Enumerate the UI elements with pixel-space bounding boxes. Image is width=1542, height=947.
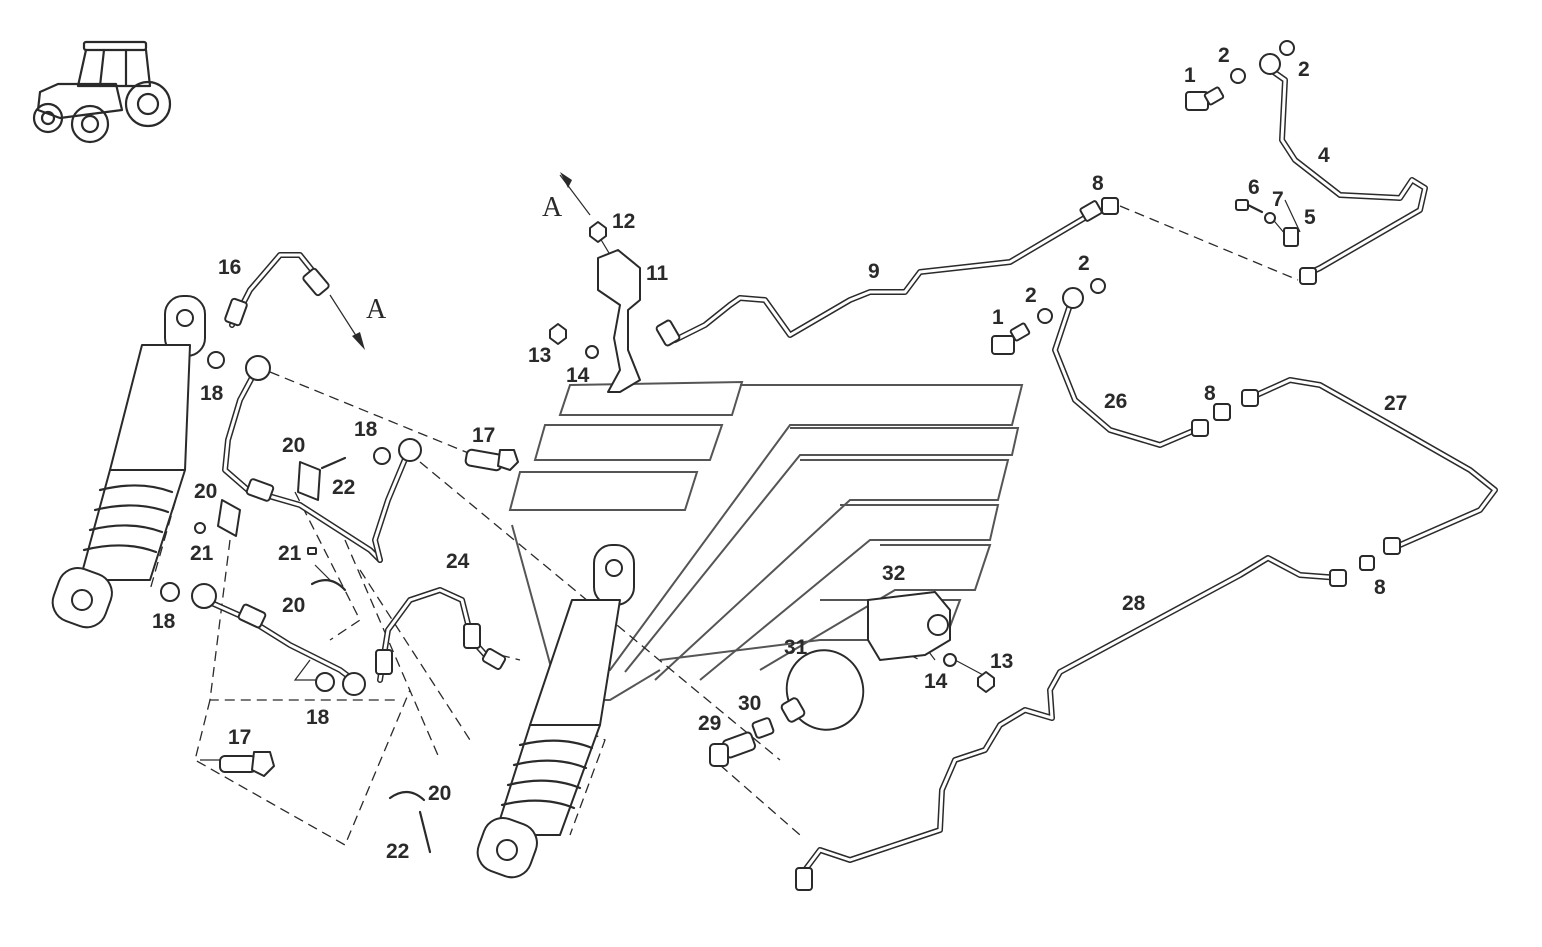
banjo-bolt-17-upper (464, 448, 519, 472)
union-8-mid (1213, 403, 1231, 421)
screw-22-a (320, 456, 347, 470)
label-8: 8 (1092, 172, 1104, 195)
label-30: 30 (738, 692, 761, 715)
pipe-left-upper (222, 355, 383, 563)
label-2: 2 (1298, 58, 1310, 81)
tractor-icon (32, 40, 172, 144)
view-arrow-a-left (329, 294, 365, 350)
label-20: 20 (282, 434, 305, 457)
suspension-strut-left (51, 295, 206, 629)
washer-18-upper-right (373, 447, 391, 465)
pipe-26 (1052, 287, 1231, 448)
clip-20-d (388, 790, 426, 802)
hose-16 (224, 252, 330, 328)
pipe-left-lower (191, 583, 366, 696)
view-marker-a-left: A (366, 294, 387, 325)
label-17: 17 (472, 424, 495, 447)
hose-24 (375, 587, 507, 683)
label-13: 13 (528, 344, 551, 367)
label-29: 29 (698, 712, 721, 735)
nut-12 (589, 221, 607, 243)
label-2: 2 (1218, 44, 1230, 67)
label-20: 20 (282, 594, 305, 617)
label-18: 18 (200, 382, 224, 405)
pipe-27 (1241, 377, 1498, 571)
pipe-28 (795, 555, 1347, 891)
label-1: 1 (1184, 64, 1196, 87)
accumulator-31 (780, 649, 865, 731)
label-12: 12 (612, 210, 635, 233)
label-18: 18 (354, 418, 378, 441)
label-5: 5 (1304, 206, 1316, 229)
washer-2-mid-b (1090, 278, 1106, 294)
label-22: 22 (386, 840, 409, 863)
label-13: 13 (990, 650, 1013, 673)
label-20: 20 (194, 480, 217, 503)
label-16: 16 (218, 256, 241, 279)
adapter-29 (709, 731, 757, 767)
label-2: 2 (1078, 252, 1090, 275)
label-21: 21 (190, 542, 214, 565)
screw-22-b (418, 810, 432, 854)
label-1: 1 (992, 306, 1004, 329)
label-11: 11 (646, 262, 669, 285)
label-21: 21 (278, 542, 302, 565)
label-26: 26 (1104, 390, 1127, 413)
bracket-11 (597, 249, 641, 393)
label-9: 9 (868, 260, 880, 283)
clamp-5 (1283, 227, 1299, 247)
label-27: 27 (1384, 392, 1407, 415)
label-32: 32 (882, 562, 905, 585)
label-22: 22 (332, 476, 355, 499)
label-8: 8 (1204, 382, 1216, 405)
nut-13-left (549, 323, 567, 345)
callout-labels: 1 2 2 4 6 7 5 8 9 12 11 13 14 16 18 18 1… (152, 44, 1407, 863)
label-8: 8 (1374, 576, 1386, 599)
pipe-9 (655, 197, 1119, 347)
label-18: 18 (306, 706, 330, 729)
washer-18-upper-left (207, 351, 225, 369)
banjo-bolt-1-top (1185, 86, 1225, 111)
label-4: 4 (1318, 144, 1330, 167)
nut-21-a (194, 522, 206, 534)
clip-20-c (310, 579, 347, 592)
washer-14-left (585, 345, 599, 359)
washer-7 (1264, 212, 1276, 224)
fitting-30 (751, 717, 775, 739)
bolt-6 (1235, 199, 1264, 214)
label-17: 17 (228, 726, 251, 749)
washer-18-lower-right (315, 672, 335, 692)
label-28: 28 (1122, 592, 1146, 615)
label-20: 20 (428, 782, 451, 805)
pipe-4 (1259, 53, 1428, 285)
label-18: 18 (152, 610, 176, 633)
union-8-right (1359, 555, 1375, 571)
clip-20-b (217, 499, 241, 537)
label-14: 14 (924, 670, 948, 693)
pipe-left-17 (372, 438, 422, 563)
banjo-bolt-1-mid (991, 322, 1031, 355)
clip-20-a (297, 461, 321, 501)
nut-21-b (307, 547, 317, 555)
bracket-32 (867, 591, 951, 661)
washer-2-top-a (1230, 68, 1246, 84)
washer-2-top-b (1279, 40, 1295, 56)
label-31: 31 (784, 636, 808, 659)
label-6: 6 (1248, 176, 1260, 199)
label-14: 14 (566, 364, 590, 387)
nut-13-right (977, 671, 995, 693)
union-8-top (1101, 197, 1119, 215)
banjo-bolt-17-lower (219, 751, 275, 777)
label-7: 7 (1272, 188, 1284, 211)
view-marker-a-top: A (542, 192, 563, 223)
suspension-strut-right (476, 544, 635, 879)
label-2: 2 (1025, 284, 1037, 307)
washer-14-right (943, 653, 957, 667)
label-24: 24 (446, 550, 470, 573)
washer-18-lower-left (160, 582, 180, 602)
washer-2-mid-a (1037, 308, 1053, 324)
view-arrow-a-top (559, 172, 591, 216)
